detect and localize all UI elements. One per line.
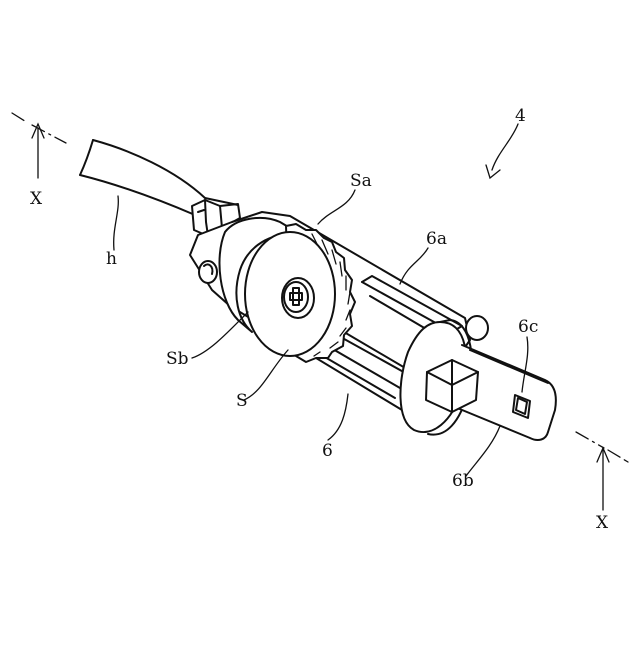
label-knob-rim: Sa: [350, 171, 372, 191]
label-cable: h: [106, 249, 117, 269]
label-section-top: X: [30, 189, 43, 209]
label-holder: 6: [322, 441, 333, 461]
section-line-top: [12, 113, 66, 178]
label-tab: 6b: [452, 471, 474, 491]
label-screw: S: [236, 391, 248, 411]
screw-head: [282, 278, 314, 318]
label-section-bottom: X: [596, 513, 609, 533]
label-tab-hole: 6c: [518, 317, 538, 337]
section-line-bottom: [576, 432, 628, 510]
pin: [466, 316, 488, 340]
label-slot: 6a: [426, 229, 447, 249]
label-assembly: 4: [515, 106, 526, 126]
label-screw-head: Sb: [166, 349, 189, 369]
